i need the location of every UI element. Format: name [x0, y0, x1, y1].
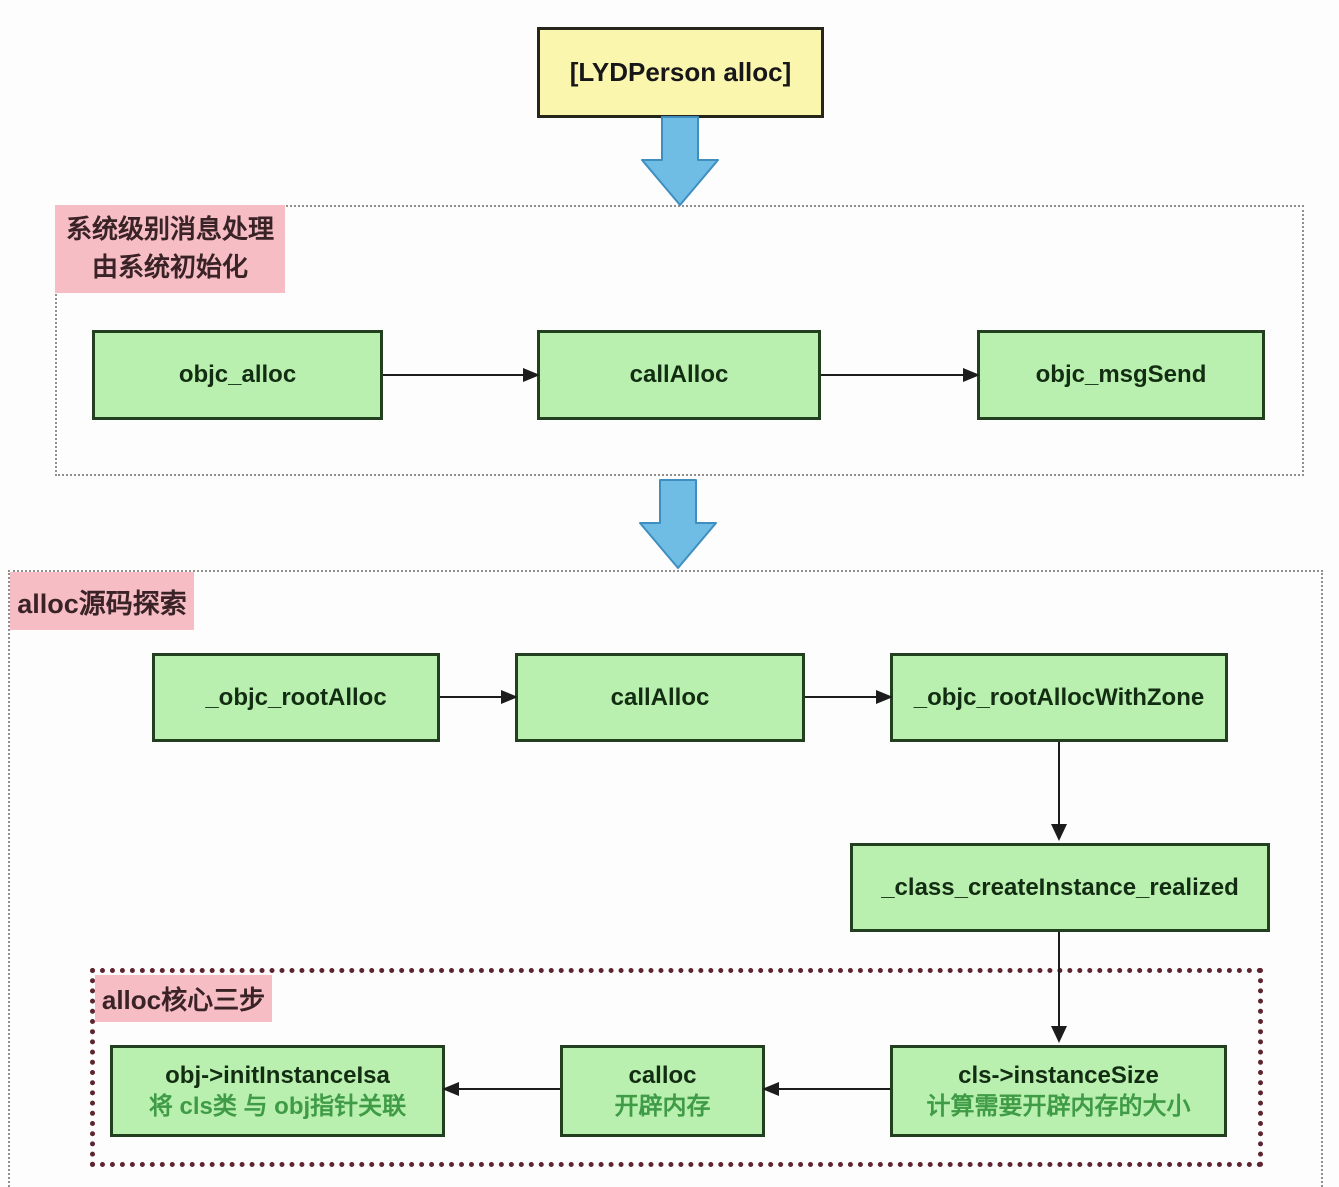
section-label-alloc-source: alloc源码探索	[10, 572, 194, 630]
node-callalloc-1: callAlloc	[537, 330, 821, 420]
node-label: _objc_rootAllocWithZone	[913, 683, 1205, 711]
node-label: objc_alloc	[178, 361, 297, 389]
node-subtitle: 开辟内存	[614, 1093, 711, 1120]
section-alloc-core-steps	[90, 968, 1263, 1167]
section-label-alloc-core: alloc核心三步	[95, 975, 272, 1022]
flow-arrow-left-icon	[762, 1082, 890, 1096]
node-subtitle: 将 cls类 与 obj指针关联	[148, 1093, 407, 1120]
flow-arrow-right-icon	[821, 368, 980, 382]
flow-arrow-left-icon	[442, 1082, 560, 1096]
node-label: obj->initInstanceIsa	[165, 1061, 390, 1089]
section-label-text: alloc源码探索	[17, 588, 187, 619]
node-objc-alloc: objc_alloc	[92, 330, 383, 420]
section-label-system: 系统级别消息处理 由系统初始化	[55, 205, 285, 293]
node-obj-initinstanceisa: obj->initInstanceIsa 将 cls类 与 obj指针关联	[110, 1045, 445, 1137]
node-label: _class_createInstance_realized	[881, 873, 1239, 901]
section-label-line2: 由系统初始化	[91, 252, 248, 282]
section-system-message	[55, 205, 1304, 476]
down-arrow-icon	[639, 479, 717, 574]
flow-arrow-right-icon	[383, 368, 540, 382]
node-label: callAlloc	[610, 683, 710, 711]
node-label: callAlloc	[629, 361, 729, 389]
flow-arrow-right-icon	[805, 690, 893, 704]
node-cls-instancesize: cls->instanceSize 计算需要开辟内存的大小	[890, 1045, 1227, 1137]
node-objc-msgsend: objc_msgSend	[977, 330, 1265, 420]
section-label-text: alloc核心三步	[101, 985, 266, 1015]
section-alloc-source	[8, 570, 1323, 1187]
node-subtitle: 计算需要开辟内存的大小	[926, 1093, 1191, 1120]
flow-arrow-down-icon	[1051, 932, 1067, 1043]
node-objc-rootallocwithzone: _objc_rootAllocWithZone	[890, 653, 1228, 742]
flow-arrow-right-icon	[440, 690, 518, 704]
node-label: _objc_rootAlloc	[205, 683, 387, 711]
node-label: objc_msgSend	[1035, 361, 1207, 389]
node-label: [LYDPerson alloc]	[569, 57, 792, 87]
node-callalloc-2: callAlloc	[515, 653, 805, 742]
node-label: calloc	[628, 1061, 697, 1089]
section-label-line1: 系统级别消息处理	[65, 214, 274, 245]
node-calloc: calloc 开辟内存	[560, 1045, 765, 1137]
node-objc-rootalloc: _objc_rootAlloc	[152, 653, 440, 742]
flow-arrow-down-icon	[1051, 742, 1067, 841]
down-arrow-icon	[641, 116, 719, 211]
node-lydperson-alloc: [LYDPerson alloc]	[537, 27, 824, 118]
node-label: cls->instanceSize	[958, 1061, 1159, 1089]
node-class-createinstance-realized: _class_createInstance_realized	[850, 843, 1270, 932]
